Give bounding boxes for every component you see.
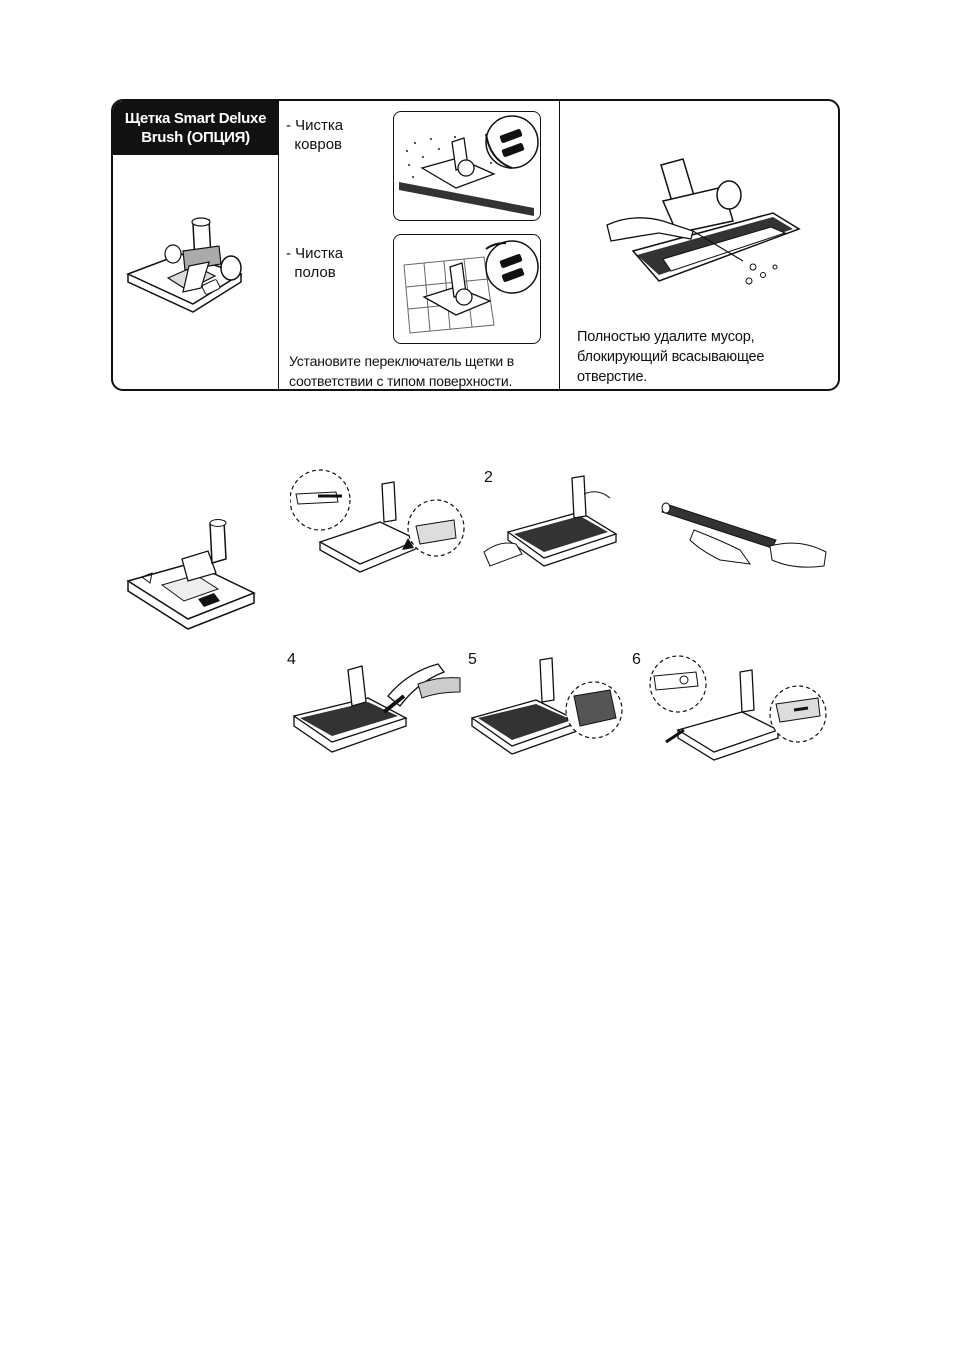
caption-line: Установите переключатель щетки в [289, 351, 514, 371]
column-divider [559, 101, 560, 389]
step-number: 6 [632, 651, 641, 669]
carpet-mode-label: - Чистка ковров [286, 116, 343, 154]
caption-line: Полностью удалите мусор, [577, 327, 764, 347]
caption-line: соответствии с типом поверхности. [289, 371, 514, 391]
debris-caption: Полностью удалите мусор, блокирующий вса… [577, 327, 764, 387]
panel-title-line: Щетка Smart Deluxe [113, 109, 278, 128]
step-4-illustration [288, 652, 468, 762]
smart-deluxe-brush-panel: Щетка Smart Deluxe Brush (ОПЦИЯ) - Чистк… [111, 99, 840, 391]
turbo-brush-illustration [122, 515, 262, 645]
smart-brush-illustration [123, 196, 273, 336]
step-6-illustration [648, 650, 830, 762]
carpet-mode-inset [393, 111, 541, 221]
step-3-illustration [660, 490, 830, 580]
caption-line: отверстие. [577, 367, 764, 387]
step-2-illustration [480, 470, 630, 580]
switch-caption: Установите переключатель щетки в соответ… [289, 351, 514, 391]
floor-mode-label: - Чистка полов [286, 244, 343, 282]
step-1-illustration [290, 464, 470, 586]
caption-line: блокирующий всасывающее [577, 347, 764, 367]
panel-title-line: Brush (ОПЦИЯ) [113, 128, 278, 147]
floor-mode-inset [393, 234, 541, 344]
column-divider [278, 101, 279, 389]
panel-title: Щетка Smart Deluxe Brush (ОПЦИЯ) [113, 101, 278, 155]
debris-removal-illustration [603, 151, 803, 301]
step-5-illustration [470, 652, 630, 762]
